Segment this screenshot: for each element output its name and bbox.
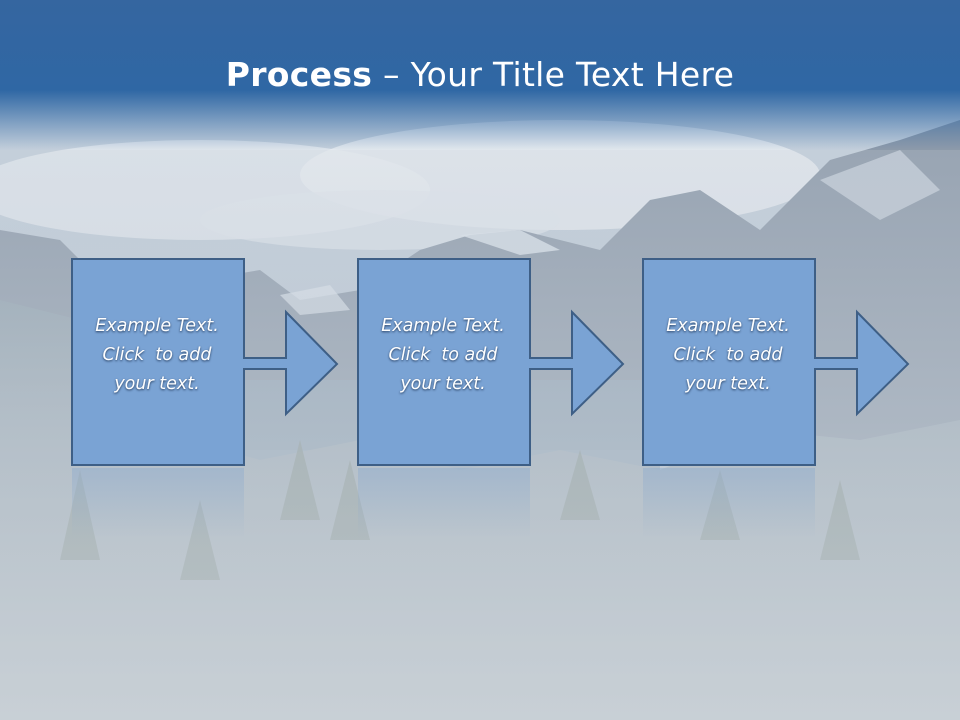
step-reflection	[358, 468, 530, 538]
step-text: Example Text. Click to add your text.	[95, 316, 219, 394]
step-text: Example Text. Click to add your text.	[381, 316, 505, 394]
process-arrow-shape	[357, 258, 625, 466]
process-arrow-shape	[642, 258, 910, 466]
step-text: Example Text. Click to add your text.	[666, 316, 790, 394]
step-reflection	[72, 468, 244, 538]
title-bold: Process	[225, 55, 373, 94]
step-reflection	[643, 468, 815, 538]
title-rest: – Your Title Text Here	[372, 55, 735, 94]
process-step-1[interactable]: Example Text. Click to add your text.	[71, 258, 341, 466]
title-band	[0, 0, 960, 150]
slide-title[interactable]: Process – Your Title Text Here	[0, 52, 960, 98]
process-arrow-shape	[71, 258, 339, 466]
process-step-2[interactable]: Example Text. Click to add your text.	[357, 258, 627, 466]
process-step-3[interactable]: Example Text. Click to add your text.	[642, 258, 912, 466]
